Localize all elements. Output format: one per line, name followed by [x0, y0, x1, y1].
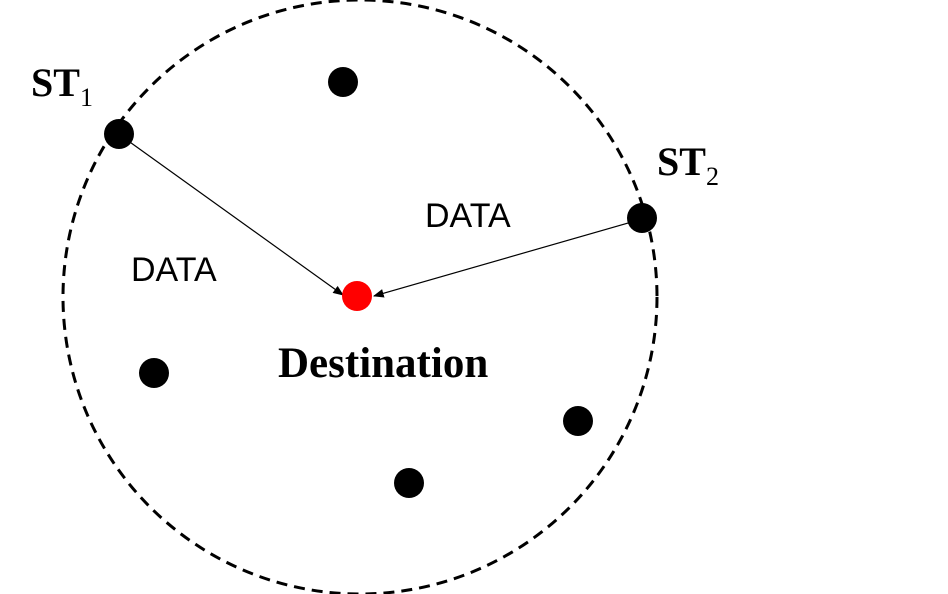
station-1-label: ST1: [31, 60, 93, 112]
data-label-right: DATA: [425, 197, 511, 235]
node-bottom-right: [563, 406, 593, 436]
station-2-label-main: ST: [657, 139, 706, 184]
coverage-boundary: [61, 0, 659, 594]
node-top: [328, 67, 358, 97]
station-2-label: ST2: [657, 139, 719, 191]
arrow-st1-to-destination: [119, 134, 344, 296]
station-1-label-sub: 1: [80, 83, 93, 112]
data-label-left: DATA: [131, 251, 217, 289]
arrow-st2-to-destination: [372, 218, 643, 298]
node-bottom: [394, 468, 424, 498]
station-2-label-sub: 2: [706, 162, 719, 191]
node-station-1: [104, 119, 134, 149]
node-station-2: [627, 203, 657, 233]
node-left: [139, 358, 169, 388]
station-1-label-main: ST: [31, 60, 80, 105]
destination-label: Destination: [278, 340, 488, 387]
node-destination: [342, 281, 372, 311]
